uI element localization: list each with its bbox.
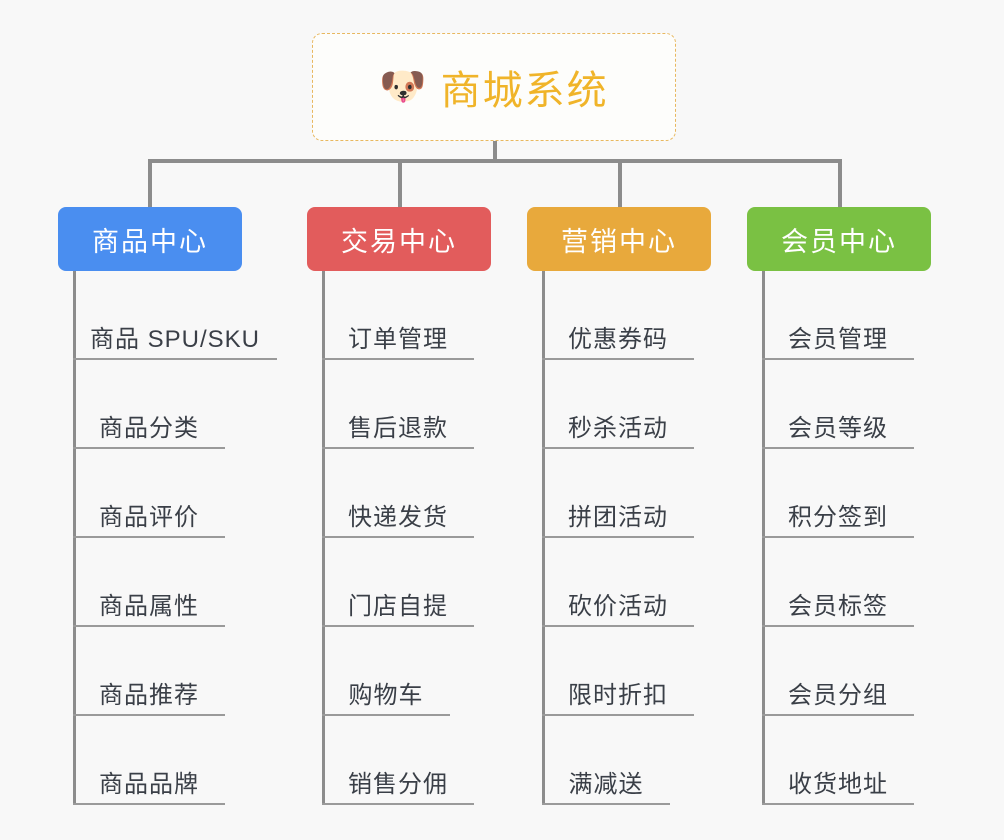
leaf-item-label: 商品 SPU/SKU [89, 326, 261, 353]
leaf-item-label: 订单管理 [348, 326, 448, 353]
category-node-product-center[interactable]: 商品中心 [58, 207, 242, 271]
category-node-member-center[interactable]: 会员中心 [747, 207, 931, 271]
connector-spine-trade-center [322, 271, 325, 805]
leaf-item-label: 砍价活动 [568, 593, 668, 620]
leaf-item-label: 积分签到 [788, 504, 888, 531]
leaf-item[interactable]: 限时折扣 [542, 627, 694, 716]
leaf-item[interactable]: 秒杀活动 [542, 360, 694, 449]
connector-spine-member-center [762, 271, 765, 805]
category-label: 营销中心 [561, 226, 677, 257]
leaf-item[interactable]: 商品推荐 [73, 627, 225, 716]
leaf-item-label: 商品品牌 [99, 771, 199, 798]
connector-drop-trade-center [398, 159, 402, 207]
leaf-item[interactable]: 购物车 [322, 627, 450, 716]
connector-spine-product-center [73, 271, 76, 805]
leaf-item[interactable]: 会员标签 [762, 538, 914, 627]
connector-horizontal-bus [150, 159, 842, 163]
leaf-item[interactable]: 会员管理 [762, 271, 914, 360]
leaf-item-label: 限时折扣 [568, 682, 668, 709]
leaf-item-label: 优惠券码 [568, 326, 668, 353]
leaf-item-label: 拼团活动 [568, 504, 668, 531]
leaf-item-label: 快递发货 [348, 504, 448, 531]
leaf-item-label: 会员管理 [788, 326, 888, 353]
category-label: 会员中心 [781, 226, 897, 257]
leaf-item-label: 会员分组 [788, 682, 888, 709]
connector-drop-marketing-center [618, 159, 622, 207]
leaf-item-label: 商品属性 [99, 593, 199, 620]
leaf-item[interactable]: 快递发货 [322, 449, 474, 538]
leaf-item[interactable]: 会员等级 [762, 360, 914, 449]
connector-root-stem [493, 141, 497, 163]
category-node-marketing-center[interactable]: 营销中心 [527, 207, 711, 271]
leaf-item[interactable]: 收货地址 [762, 716, 914, 805]
leaf-item-label: 商品分类 [99, 415, 199, 442]
leaf-item[interactable]: 满减送 [542, 716, 670, 805]
category-node-trade-center[interactable]: 交易中心 [307, 207, 491, 271]
leaf-item[interactable]: 砍价活动 [542, 538, 694, 627]
leaf-item[interactable]: 订单管理 [322, 271, 474, 360]
connector-spine-marketing-center [542, 271, 545, 805]
leaf-item-label: 商品评价 [99, 504, 199, 531]
leaf-item[interactable]: 售后退款 [322, 360, 474, 449]
leaf-item[interactable]: 门店自提 [322, 538, 474, 627]
leaf-item[interactable]: 商品品牌 [73, 716, 225, 805]
connector-drop-product-center [148, 159, 152, 207]
leaf-item-label: 售后退款 [348, 415, 448, 442]
leaf-item-label: 商品推荐 [99, 682, 199, 709]
leaf-item[interactable]: 商品 SPU/SKU [73, 271, 277, 360]
leaf-item-label: 会员标签 [788, 593, 888, 620]
leaf-item[interactable]: 积分签到 [762, 449, 914, 538]
leaf-item[interactable]: 销售分佣 [322, 716, 474, 805]
leaf-item-label: 购物车 [348, 682, 424, 709]
leaf-item-label: 门店自提 [348, 593, 448, 620]
category-label: 商品中心 [92, 226, 208, 257]
leaf-item-label: 会员等级 [788, 415, 888, 442]
leaf-item[interactable]: 会员分组 [762, 627, 914, 716]
root-node-title: 商城系统 [440, 69, 609, 113]
leaf-item[interactable]: 商品分类 [73, 360, 225, 449]
leaf-item[interactable]: 商品属性 [73, 538, 225, 627]
leaf-item-label: 销售分佣 [348, 771, 448, 798]
leaf-item[interactable]: 优惠券码 [542, 271, 694, 360]
leaf-item[interactable]: 商品评价 [73, 449, 225, 538]
root-node-mall-system[interactable]: 🐶 商城系统 [312, 33, 676, 141]
leaf-item-label: 秒杀活动 [568, 415, 668, 442]
leaf-item[interactable]: 拼团活动 [542, 449, 694, 538]
leaf-item-label: 满减送 [568, 771, 644, 798]
connector-drop-member-center [838, 159, 842, 207]
shiba-dog-face-icon: 🐶 [379, 66, 427, 108]
category-label: 交易中心 [341, 226, 457, 257]
leaf-item-label: 收货地址 [788, 771, 888, 798]
